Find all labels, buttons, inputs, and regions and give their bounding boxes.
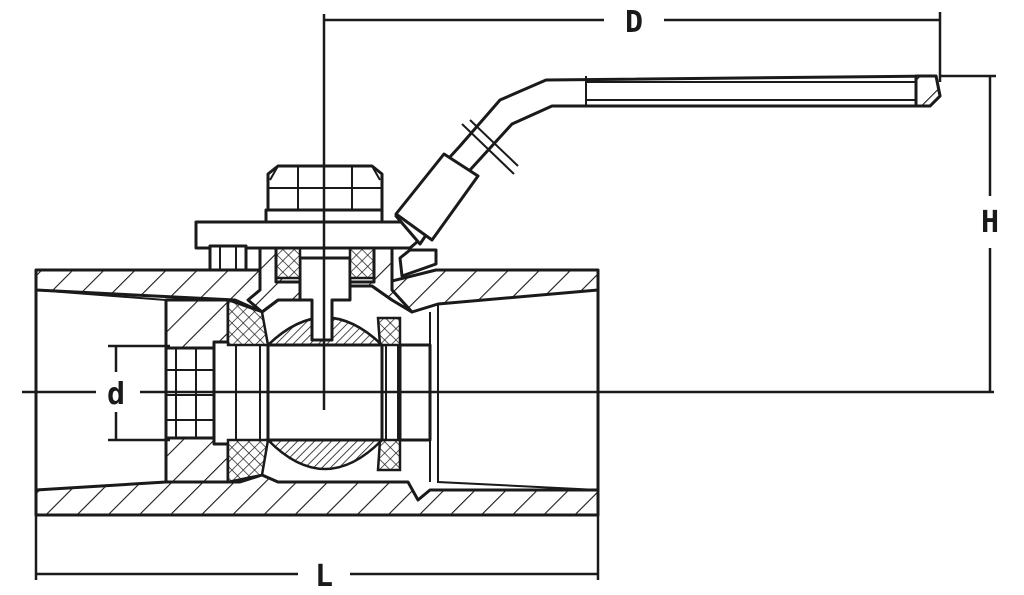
dimension-h: H (940, 74, 999, 392)
dimension-label-D: D (625, 5, 643, 40)
dimension-l: L (34, 515, 600, 594)
dimension-label-d: d (107, 377, 125, 412)
valve-stem-assembly (194, 164, 426, 342)
dimension-d-bore: d (107, 344, 170, 442)
centre-lines (22, 14, 994, 410)
dimension-label-H: H (981, 205, 999, 240)
dimension-label-L: L (315, 559, 333, 594)
seat-retainer-right (398, 312, 432, 482)
valve-handle (394, 74, 942, 278)
dimension-d-upper: D (324, 5, 942, 82)
valve-seats (226, 298, 402, 484)
